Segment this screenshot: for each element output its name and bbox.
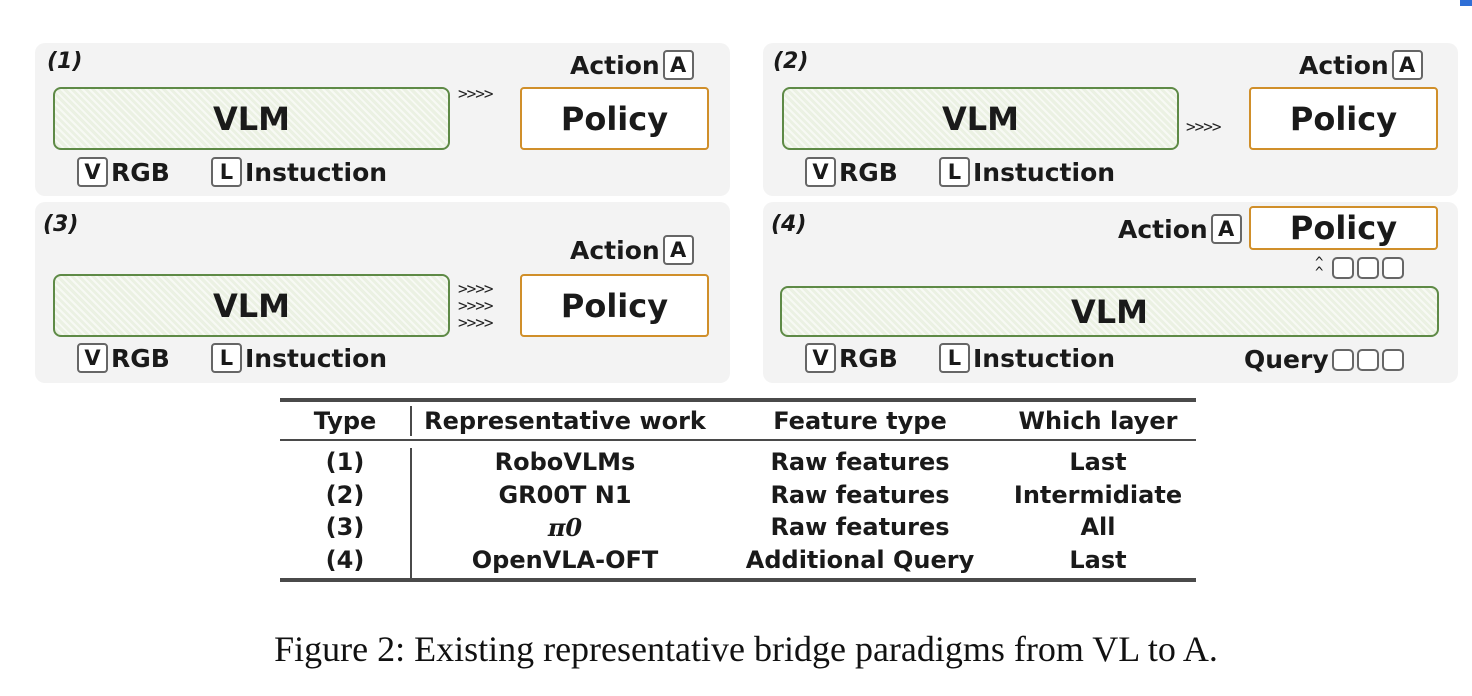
action-text: Action [570,235,660,265]
action-text: Action [1299,50,1389,80]
cell-layer: Last [1069,448,1127,476]
cell-type: (4) [325,546,365,574]
panel-number: (1) [47,49,83,74]
cell-type: (2) [325,481,365,509]
instruction-text: Instuction [245,157,388,187]
feature-arrows: >>>> [1186,117,1222,136]
instruction-input-label: L Instuction [211,157,387,187]
action-text: Action [1118,214,1208,244]
query-token [1381,348,1404,371]
header-feature-type: Feature type [773,407,947,435]
action-label: Action A [1118,214,1242,244]
instruction-input-label: L Instuction [939,343,1115,373]
rgb-text: RGB [839,157,898,187]
cell-work: OpenVLA-OFT [471,546,659,574]
vlm-block: VLM [53,274,450,337]
language-key-box: L [939,157,970,187]
query-text: Query [1244,345,1329,374]
figure-caption: Figure 2: Existing representative bridge… [274,629,1218,669]
vlm-block: VLM [53,87,450,150]
cell-layer: Intermidiate [1013,481,1183,509]
cell-type: (1) [325,448,365,476]
header-type: Type [313,407,377,435]
feature-arrows: >>>> >>>> >>>> [458,279,494,332]
up-arrow: ^ ^ [1315,255,1324,281]
vision-key-box: V [77,157,108,187]
corner-accent-mark [1460,0,1472,6]
rgb-text: RGB [839,343,898,373]
query-token [1382,257,1404,279]
column-divider [410,448,412,578]
rgb-text: RGB [111,157,170,187]
cell-work: π0 [547,513,583,542]
header-which-layer: Which layer [1018,407,1178,435]
instruction-text: Instuction [245,343,388,373]
instruction-input-label: L Instuction [211,343,387,373]
arrow-row: >>>> [458,313,494,332]
action-key-box: A [662,235,694,265]
column-divider [410,406,412,436]
action-label: Action A [570,50,694,80]
cell-work: GR00T N1 [498,481,632,509]
rgb-text: RGB [111,343,170,373]
panel-2: (2) Action A VLM >>>> Policy V RGB L Ins… [763,43,1458,196]
vision-key-box: V [805,157,836,187]
cell-feature: Additional Query [745,546,975,574]
panel-number: (2) [773,49,809,74]
action-text: Action [570,50,660,80]
query-token [1356,348,1379,371]
instruction-input-label: L Instuction [939,157,1115,187]
language-key-box: L [939,343,970,373]
arrow-row: >>>> [458,296,494,315]
rgb-input-label: V RGB [805,343,898,373]
vision-key-box: V [77,343,108,373]
policy-block: Policy [520,87,709,150]
language-key-box: L [211,157,242,187]
arrow-row: >>>> [1186,117,1222,136]
rgb-input-label: V RGB [77,157,170,187]
header-representative-work: Representative work [424,407,706,435]
instruction-text: Instuction [973,343,1116,373]
panel-number: (4) [771,212,807,237]
rgb-input-label: V RGB [805,157,898,187]
header-rule [280,439,1196,441]
panel-1: (1) Action A VLM >>>> Policy V RGB L Ins… [35,43,730,196]
policy-block: Policy [1249,87,1438,150]
cell-layer: Last [1069,546,1127,574]
query-token [1332,257,1354,279]
cell-type: (3) [325,513,365,541]
arrow-row: >>>> [458,84,494,103]
paradigm-table: Type Representative work Feature type Wh… [280,398,1196,582]
cell-feature: Raw features [770,448,950,476]
panel-number: (3) [43,212,79,237]
arrow-row: >>>> [458,279,494,298]
query-input-label: Query [1244,345,1404,374]
cell-work: RoboVLMs [494,448,636,476]
rgb-input-label: V RGB [77,343,170,373]
language-key-box: L [211,343,242,373]
vlm-block: VLM [782,87,1179,150]
action-key-box: A [662,50,694,80]
action-key-box: A [1210,214,1242,244]
query-token [1357,257,1379,279]
policy-block: Policy [1249,206,1438,250]
action-key-box: A [1391,50,1423,80]
action-label: Action A [1299,50,1423,80]
cell-layer: All [1080,513,1116,541]
panel-4: (4) Action A Policy ^ ^ VLM V RGB L Inst… [763,202,1458,383]
instruction-text: Instuction [973,157,1116,187]
output-query-tokens [1329,257,1404,279]
cell-feature: Raw features [770,513,950,541]
panel-3: (3) Action A VLM >>>> >>>> >>>> Policy V… [35,202,730,383]
action-label: Action A [570,235,694,265]
cell-feature: Raw features [770,481,950,509]
policy-block: Policy [520,274,709,337]
vision-key-box: V [805,343,836,373]
query-token [1331,348,1354,371]
vlm-block: VLM [780,286,1439,337]
feature-arrows: >>>> [458,84,494,103]
